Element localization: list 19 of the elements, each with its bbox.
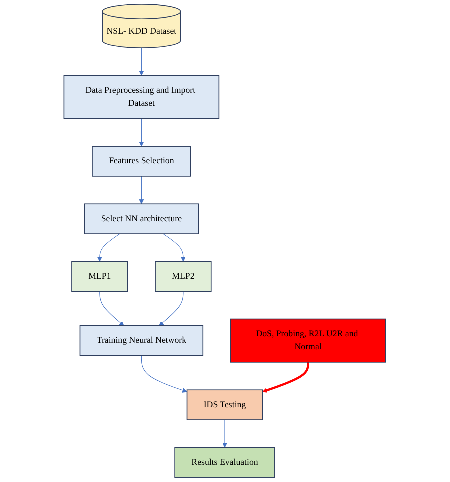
node-box: Features Selection (92, 146, 192, 177)
node-box: MLP1 (72, 261, 128, 292)
arrow (163, 234, 186, 262)
node-box: IDS Testing (186, 390, 264, 420)
node-box: Results Evaluation (174, 447, 276, 478)
node-box: Select NN architecture (84, 204, 200, 234)
arrow (159, 291, 184, 326)
arrow (139, 118, 144, 147)
arrow (97, 234, 120, 262)
node-box: MLP2 (155, 261, 212, 292)
arrow (262, 362, 310, 393)
arrow (139, 176, 144, 204)
arrow (141, 356, 188, 393)
arrow (139, 48, 144, 76)
node-box: Data Preprocessing and Import Dataset (64, 75, 220, 120)
arrow (100, 291, 124, 326)
node-box: DoS, Probing, R2L U2R and Normal (230, 318, 386, 363)
node-box: Training Neural Network (80, 325, 204, 356)
arrow (222, 420, 228, 448)
